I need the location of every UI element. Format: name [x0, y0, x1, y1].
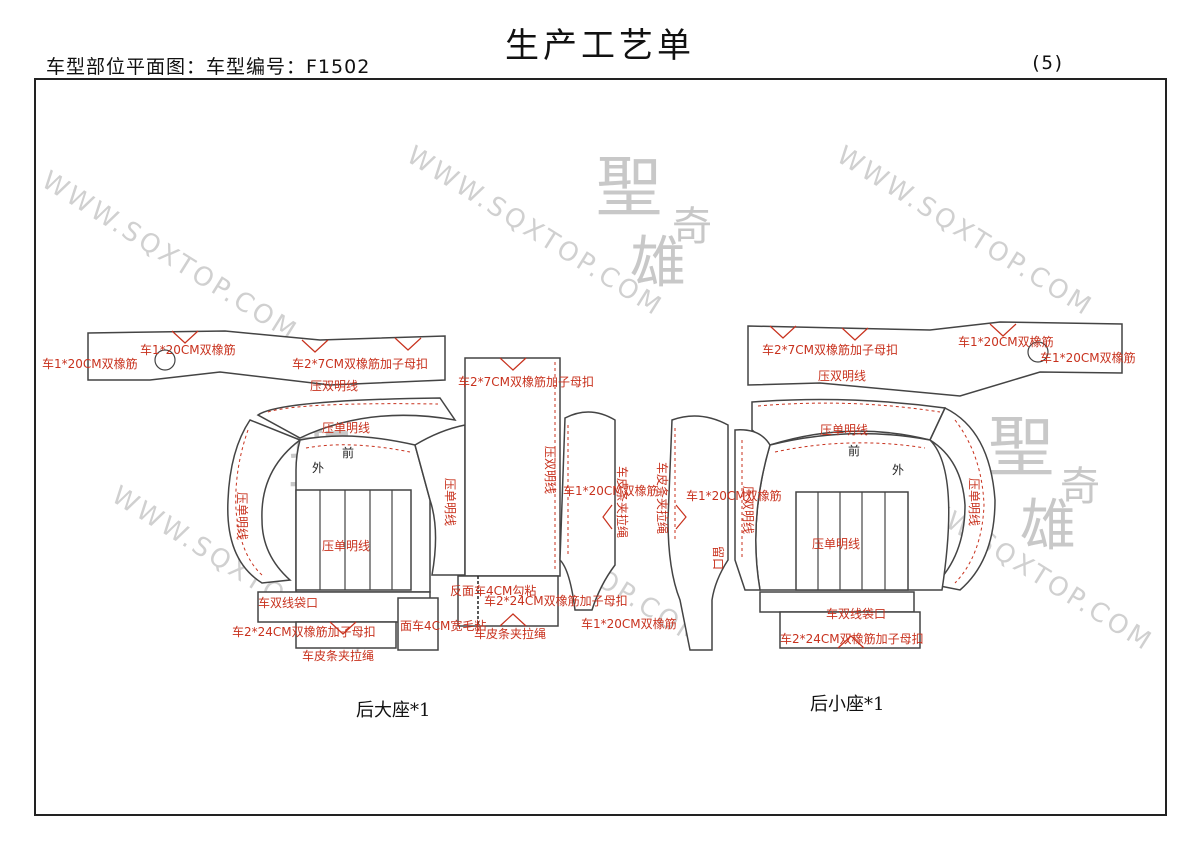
left-side-stitch — [235, 429, 263, 576]
drawing-frame — [34, 78, 1167, 816]
right-arc-stitch — [757, 402, 941, 413]
left-label: 车2*7CM双橡筋加子母扣 — [458, 374, 594, 389]
left-label-vertical: 车皮条夹拉绳 — [615, 466, 630, 538]
watermark-url-1: WWW.SQXTOP.COM — [36, 165, 303, 347]
right-label-vertical: 压双明线 — [741, 486, 755, 534]
right-top-strip — [747, 321, 1123, 397]
left-label: 压双明线 — [310, 379, 358, 393]
watermark-logo-char: 奇 — [672, 204, 712, 250]
left-assembly: 车1*20CM双橡筋 车1*20CM双橡筋 车2*7CM双橡筋加子母扣 压双明线… — [42, 330, 677, 721]
left-label: 面车4CM宽毛粘 — [400, 618, 486, 633]
left-seat-stitch — [305, 444, 411, 453]
right-label: 压单明线 — [812, 537, 860, 551]
left-top-strip — [87, 330, 446, 386]
right-side-panel — [929, 406, 996, 591]
right-side-strip-notch — [675, 504, 687, 530]
left-label: 反面车4CM勾粘 — [450, 583, 536, 598]
right-label: 车双线袋口 — [826, 606, 886, 621]
right-caption: 后小座*1 — [810, 694, 884, 715]
right-label: 压单明线 — [820, 423, 868, 437]
watermark-logo-char: 雄 — [630, 231, 686, 296]
left-label: 车1*20CM双橡筋 — [140, 342, 236, 357]
left-label-vertical: 压单明线 — [443, 478, 457, 526]
right-label: 车2*7CM双橡筋加子母扣 — [762, 342, 898, 357]
left-caption: 后大座*1 — [356, 700, 430, 721]
left-side-panel — [227, 419, 302, 584]
right-assembly: 车2*7CM双橡筋加子母扣 车1*20CM双橡筋 车1*20CM双橡筋 压双明线… — [655, 321, 1136, 715]
left-label: 车双线袋口 — [258, 595, 318, 610]
left-bottom-notch — [329, 621, 357, 635]
left-strip-hole — [154, 349, 176, 371]
right-label: 外 — [892, 463, 904, 477]
left-side-strip — [559, 411, 616, 611]
page-number: (5) — [1030, 52, 1065, 74]
left-side-strip-notch — [602, 504, 613, 530]
left-label: 压单明线 — [322, 421, 370, 435]
right-bottom-notch — [837, 635, 865, 649]
right-label: 车1*20CM双橡筋 — [958, 334, 1054, 349]
right-side-bolster — [734, 429, 771, 591]
left-tall-notch — [499, 357, 527, 371]
left-label: 车2*7CM双橡筋加子母扣 — [292, 356, 428, 371]
right-strip-notch — [989, 323, 1017, 337]
left-arc-band — [256, 397, 457, 439]
left-label: 车1*20CM双橡筋 — [581, 616, 677, 631]
model-subtitle: 车型部位平面图：车型编号：F1502 — [46, 56, 371, 78]
left-strip-notch — [301, 339, 329, 353]
left-tall-bottom-notch — [499, 613, 527, 627]
watermark-logo-3: 聖 奇 雄 — [988, 409, 1100, 559]
right-label-vertical: 车皮条夹拉绳 — [655, 462, 670, 534]
right-bottom-piece — [779, 611, 921, 649]
left-label: 压单明线 — [322, 539, 370, 553]
right-label: 压双明线 — [818, 369, 866, 383]
left-label: 车皮条夹拉绳 — [302, 648, 374, 663]
right-strip-notch — [841, 327, 869, 341]
right-side-strip — [667, 415, 729, 651]
left-strip-notch — [394, 337, 422, 351]
right-label: 车1*20CM双橡筋 — [686, 488, 782, 503]
right-label: 车1*20CM双橡筋 — [1040, 350, 1136, 365]
right-seat-stitch — [774, 442, 926, 453]
left-arc-stitch — [267, 403, 439, 413]
right-strip-hole — [1027, 341, 1049, 363]
right-strip-notch — [769, 325, 797, 339]
right-label-vertical: 压单明线 — [967, 478, 981, 526]
left-label-vertical: 压单明线 — [235, 492, 249, 540]
left-tall-bottom — [457, 575, 559, 627]
left-bottom-piece — [295, 621, 397, 649]
watermark-logo-1: 聖 奇 雄 — [596, 149, 712, 296]
right-label: 车2*24CM双橡筋加子母扣 — [780, 631, 924, 646]
right-label-vertical: 留口 — [711, 546, 725, 570]
left-label: 车2*24CM双橡筋加子母扣 — [484, 593, 628, 608]
left-label: 车皮条夹拉绳 — [474, 626, 546, 641]
watermark-logo-char: 雄 — [1020, 494, 1076, 559]
left-strip-notch — [171, 330, 199, 344]
left-label: 车1*20CM双橡筋 — [563, 483, 659, 498]
left-label-vertical: 压双明线 — [543, 446, 557, 494]
page-title: 生产工艺单 — [505, 26, 695, 66]
left-tall-panel — [464, 357, 561, 577]
left-velcro-piece — [397, 597, 439, 651]
watermark-logo-char: 奇 — [1060, 464, 1100, 510]
left-label: 车2*24CM双橡筋加子母扣 — [232, 624, 376, 639]
left-label: 外 — [312, 461, 324, 475]
left-side-bolster — [414, 424, 466, 576]
left-label: 前 — [342, 445, 354, 460]
right-side-stitch — [954, 419, 985, 584]
left-label: 车1*20CM双橡筋 — [42, 356, 138, 371]
right-seat-panel — [795, 491, 909, 591]
watermark-logo-char: 聖 — [596, 149, 662, 226]
watermark-url-3: WWW.SQXTOP.COM — [831, 140, 1098, 322]
right-label: 前 — [848, 443, 860, 458]
watermark-logo-char: 聖 — [988, 409, 1054, 486]
